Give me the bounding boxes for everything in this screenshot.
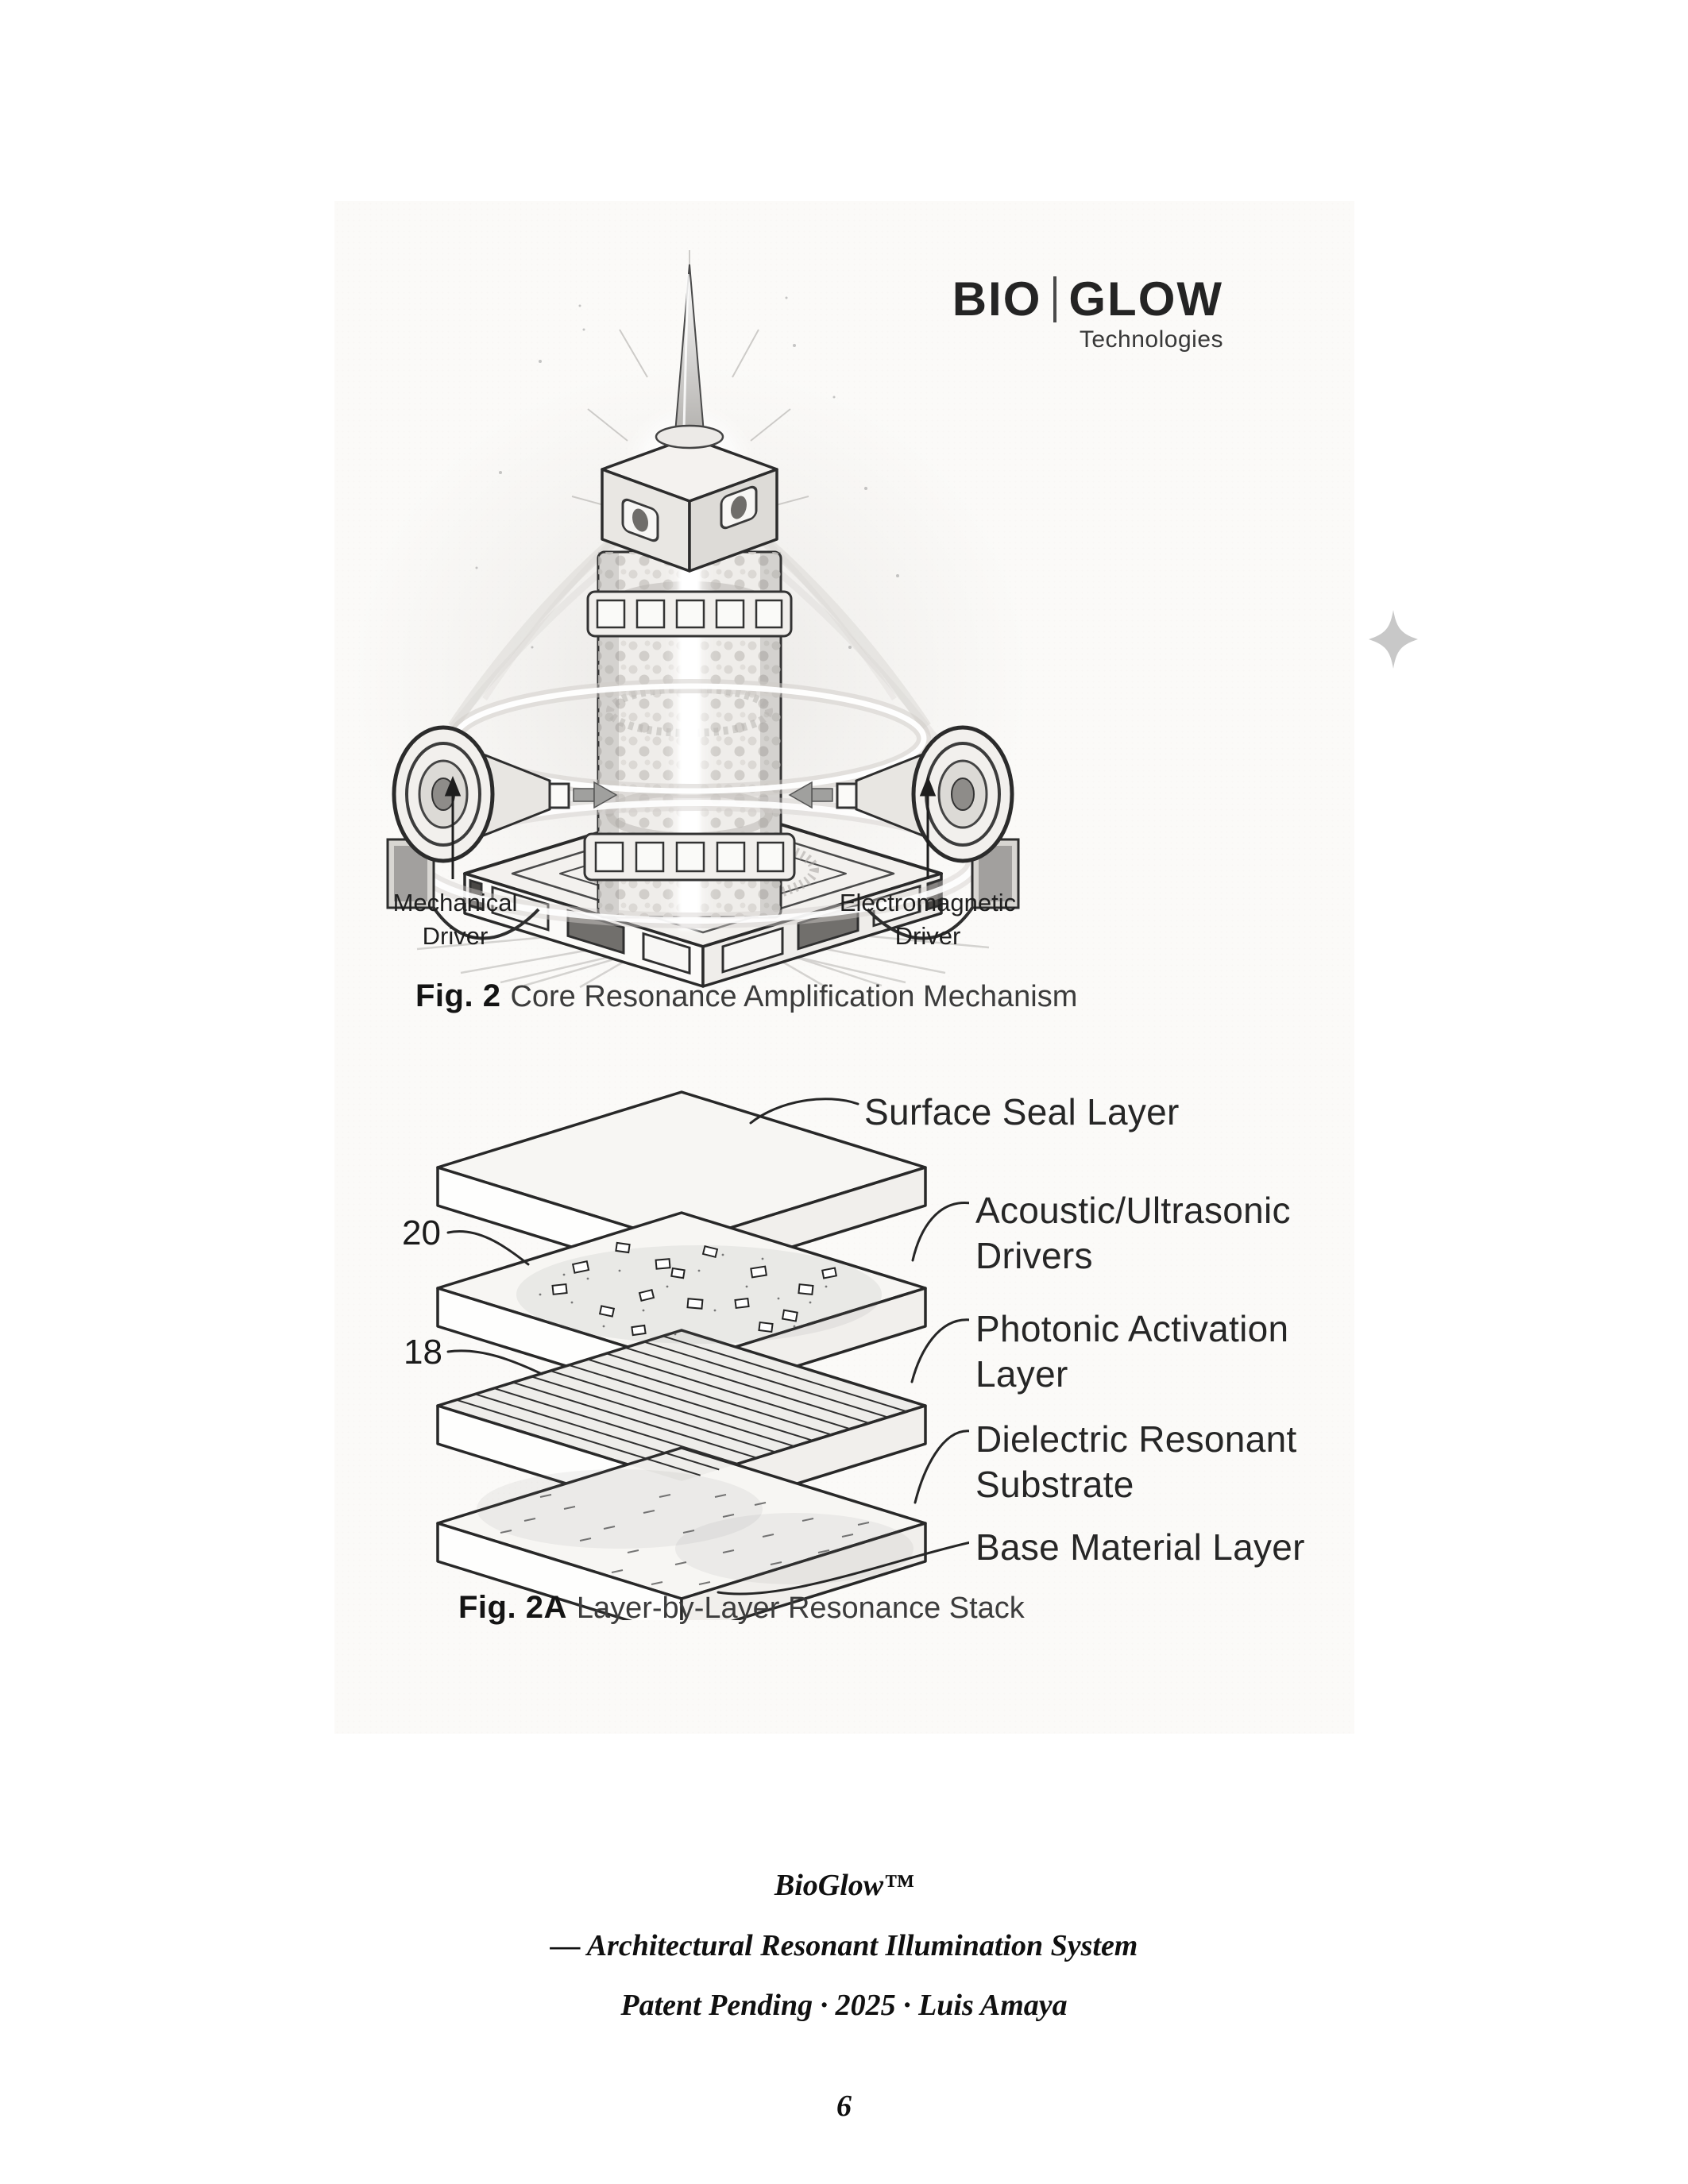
footer-subtitle: — Architectural Resonant Illumination Sy… [550,1929,1138,1962]
callout-line: Driver [894,922,961,950]
refnum-18: 18 [404,1333,442,1372]
footer-product-name: BioGlow™ [774,1869,914,1902]
electromagnetic-driver-horn [788,725,1020,940]
fig2-caption-label: Fig. 2 [415,978,501,1013]
layer-label-line: Substrate [975,1464,1134,1505]
fig2a-caption-title: Layer-by-Layer Resonance Stack [576,1592,1025,1625]
sparkle-icon [1369,610,1418,669]
fig2-caption: Fig. 2 Core Resonance Amplification Mecha… [415,978,1077,1014]
footer-meta: Patent Pending · 2025 · Luis Amaya [620,1989,1068,2022]
logo-tagline: Technologies [1079,326,1223,353]
logo-word-bio: BIO [952,272,1042,326]
brand-logo: BIO GLOW Technologies [936,275,1223,353]
page-number: 6 [836,2089,852,2123]
logo-divider-bar-icon [1053,276,1057,322]
layer-label-base-material: Base Material Layer [975,1525,1305,1570]
fig2a-layer-stack-illustration [436,1090,969,1620]
logo-word-glow: GLOW [1068,272,1223,326]
layer-label-line: Base Material Layer [975,1526,1305,1568]
layer-label-line: Drivers [975,1235,1093,1276]
layer-label-line: Acoustic/Ultrasonic [975,1190,1291,1231]
layer-label-surface-seal: Surface Seal Layer [864,1090,1180,1135]
callout-mechanical-driver: Mechanical Driver [352,886,558,953]
fig2a-caption: Fig. 2A Layer-by-Layer Resonance Stack [458,1590,1025,1626]
callout-line: Electromagnetic [839,889,1017,916]
mechanical-driver-horn [386,725,618,940]
fig2a-caption-label: Fig. 2A [458,1590,567,1625]
layer-label-line: Surface Seal Layer [864,1091,1180,1133]
layer-label-line: Photonic Activation [975,1308,1289,1349]
fig2-caption-title: Core Resonance Amplification Mechanism [510,980,1078,1013]
refnum-20: 20 [402,1214,441,1252]
callout-line: Mechanical [392,889,518,916]
callout-electromagnetic-driver: Electromagnetic Driver [825,886,1031,953]
callout-line: Driver [422,922,489,950]
layer-label-line: Layer [975,1353,1068,1395]
fig2-resonance-tower-illustration [350,250,1033,989]
layer-label-line: Dielectric Resonant [975,1418,1297,1460]
